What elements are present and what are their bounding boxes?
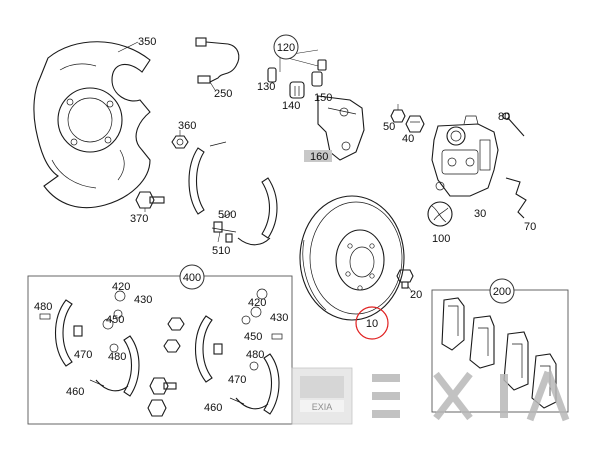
cap-part-40	[405, 115, 425, 133]
brake-pad-set-part-200	[441, 297, 557, 409]
brake-disc-part-10	[299, 195, 405, 321]
callout-120: 120	[277, 42, 295, 54]
bolt-part-370	[135, 191, 165, 212]
parking-brake-shoe-kit-part-400	[39, 288, 283, 417]
callout-360: 360	[178, 120, 196, 132]
callout-370: 370	[130, 213, 148, 225]
callout-500: 500	[218, 209, 236, 221]
callout-100: 100	[432, 233, 450, 245]
kit-callout-470-b: 470	[228, 374, 246, 386]
bleed-screw-part-50	[390, 104, 406, 123]
pin-part-80	[502, 112, 525, 137]
callout-140: 140	[282, 100, 300, 112]
screw-part-20	[396, 269, 414, 293]
callout-120-circle	[273, 34, 299, 60]
kit-callout-430-b: 430	[270, 312, 288, 324]
callout-200-circle	[489, 278, 515, 304]
exia-watermark: EXIA	[291, 367, 570, 425]
spring-clip-part-70	[505, 177, 527, 219]
callout-70: 70	[524, 221, 536, 233]
bolt-part-360	[171, 130, 189, 149]
callout-160: 160	[310, 151, 328, 163]
kit-callout-420-b: 420	[248, 297, 266, 309]
kit-callout-450-a: 450	[106, 314, 124, 326]
callout-10-highlight-circle	[355, 306, 389, 340]
shoe-kit-box	[27, 275, 293, 425]
callout-150: 150	[314, 92, 332, 104]
callout-10: 10	[366, 318, 378, 330]
callout-20: 20	[410, 289, 422, 301]
kit-callout-430-a: 430	[134, 294, 152, 306]
kit-callout-480-b: 480	[108, 351, 126, 363]
callout-labels: 350 250 130 140 150 160 360 370 500 510 …	[34, 34, 536, 414]
callout-250: 250	[214, 88, 232, 100]
kit-callout-460-a: 460	[66, 386, 84, 398]
callout-30: 30	[474, 208, 486, 220]
callout-80: 80	[498, 111, 510, 123]
parking-brake-shoes-part-500	[188, 141, 278, 246]
watermark-letter-i	[500, 374, 508, 418]
kit-callout-480-c: 480	[246, 349, 264, 361]
watermark-letter-x	[433, 371, 473, 421]
caliper-part-30	[431, 115, 499, 197]
kit-callout-420-a: 420	[112, 281, 130, 293]
watermark-letter-e	[372, 374, 400, 418]
spring-part-100	[427, 201, 453, 227]
callout-50: 50	[383, 121, 395, 133]
kit-callout-460-b: 460	[204, 402, 222, 414]
callout-130: 130	[257, 81, 275, 93]
callout-40: 40	[402, 133, 414, 145]
watermark-letter-a	[526, 370, 570, 422]
guide-pin-set-part-120	[267, 49, 327, 99]
callout-200: 200	[493, 286, 511, 298]
wear-sensor-part-250	[195, 37, 240, 91]
exia-logo-text: EXIA	[312, 402, 333, 412]
callout-350: 350	[138, 36, 156, 48]
kit-callout-450-b: 450	[244, 331, 262, 343]
caliper-carrier-part-160	[304, 95, 365, 162]
kit-callout-480-a: 480	[34, 301, 52, 313]
callout-510: 510	[212, 245, 230, 257]
callout-400-circle	[179, 264, 205, 290]
callout-400: 400	[183, 272, 201, 284]
kit-callout-470-a: 470	[74, 349, 92, 361]
dust-shield-part-350	[33, 41, 151, 209]
